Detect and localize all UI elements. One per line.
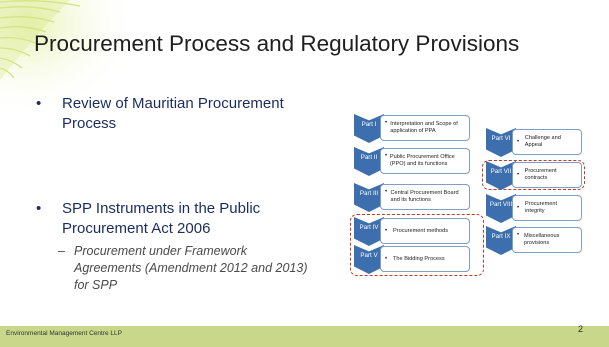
bullet-item: • SPP Instruments in the Public Procurem… bbox=[36, 199, 298, 239]
part-label: Part IV bbox=[359, 224, 379, 231]
part-label: Part VIII bbox=[489, 201, 513, 208]
part-description: Procurement methods bbox=[393, 227, 449, 234]
part-label: Part VI bbox=[491, 135, 511, 142]
footer-bar bbox=[0, 326, 609, 347]
box-bullet: • bbox=[385, 189, 388, 195]
part-label: Part V bbox=[360, 252, 378, 259]
part-description-box: • Central Procurement Board and its func… bbox=[380, 184, 470, 210]
part-description: Miscellaneous provisions bbox=[523, 233, 560, 246]
part-description-box: • Procurement integrity bbox=[512, 195, 582, 221]
slide-title: Procurement Process and Regulatory Provi… bbox=[34, 31, 520, 56]
bullet-marker: • bbox=[36, 95, 42, 112]
part-description-box: • Interpretation and Scope of applicatio… bbox=[380, 115, 470, 141]
part-description: Interpretation and Scope of application … bbox=[390, 121, 458, 134]
part-item: Part VIII • Procurement integrity bbox=[486, 194, 582, 223]
part-description: Central Procurement Board and its functi… bbox=[390, 190, 459, 203]
part-description-box: • Challenge and Appeal bbox=[512, 129, 582, 155]
page-number: 2 bbox=[578, 324, 584, 334]
highlight-box-right bbox=[482, 160, 585, 190]
part-description: Public Procurement Office (PPO) and its … bbox=[389, 154, 455, 167]
box-bullet: • bbox=[517, 232, 520, 238]
part-description-box: • Procurement contracts bbox=[512, 162, 582, 188]
part-description: The Bidding Process bbox=[393, 255, 445, 262]
leaf-decoration bbox=[0, 0, 140, 120]
box-bullet: • bbox=[385, 153, 388, 159]
box-bullet: • bbox=[517, 172, 520, 178]
part-item: Part II • Public Procurement Office (PPO… bbox=[354, 147, 472, 176]
part-description: Challenge and Appeal bbox=[524, 135, 561, 148]
part-label: Part VII bbox=[490, 168, 512, 175]
highlight-box-left bbox=[350, 214, 484, 276]
bullet-text: Review of Mauritian Procurement Process bbox=[62, 95, 284, 132]
part-item: Part III • Central Procurement Board and… bbox=[354, 183, 472, 212]
box-bullet: • bbox=[385, 228, 388, 234]
sub-bullet-marker: – bbox=[58, 244, 65, 258]
part-item: Part IX • Miscellaneous provisions bbox=[486, 226, 582, 255]
part-item: Part IV • Procurement methods bbox=[354, 217, 472, 246]
part-label: Part II bbox=[360, 154, 378, 161]
part-item: Part VII • Procurement contracts bbox=[486, 161, 582, 190]
box-bullet: • bbox=[517, 205, 520, 211]
part-label: Part IX bbox=[491, 233, 511, 240]
part-item: Part V • The Bidding Process bbox=[354, 245, 472, 274]
sub-bullet-item: – Procurement under Framework Agreements… bbox=[58, 243, 308, 294]
box-bullet: • bbox=[517, 139, 520, 145]
bullet-text: SPP Instruments in the Public Procuremen… bbox=[62, 200, 261, 237]
part-label: Part I bbox=[361, 121, 377, 128]
sub-bullet-text: Procurement under Framework Agreements (… bbox=[74, 244, 308, 292]
part-item: Part VI • Challenge and Appeal bbox=[486, 128, 582, 157]
part-description-box: • Miscellaneous provisions bbox=[512, 227, 582, 253]
box-bullet: • bbox=[385, 256, 388, 262]
bullet-marker: • bbox=[36, 200, 42, 217]
bullet-item: • Review of Mauritian Procurement Proces… bbox=[36, 94, 298, 134]
part-description-box: • The Bidding Process bbox=[380, 246, 470, 272]
part-description: Procurement integrity bbox=[524, 201, 558, 214]
box-bullet: • bbox=[385, 120, 388, 126]
part-label: Part III bbox=[359, 190, 379, 197]
part-description: Procurement contracts bbox=[524, 168, 557, 181]
part-item: Part I • Interpretation and Scope of app… bbox=[354, 114, 472, 143]
footer-organization: Environmental Management Centre LLP bbox=[6, 330, 122, 337]
part-description-box: • Procurement methods bbox=[380, 218, 470, 244]
part-description-box: • Public Procurement Office (PPO) and it… bbox=[380, 148, 470, 174]
